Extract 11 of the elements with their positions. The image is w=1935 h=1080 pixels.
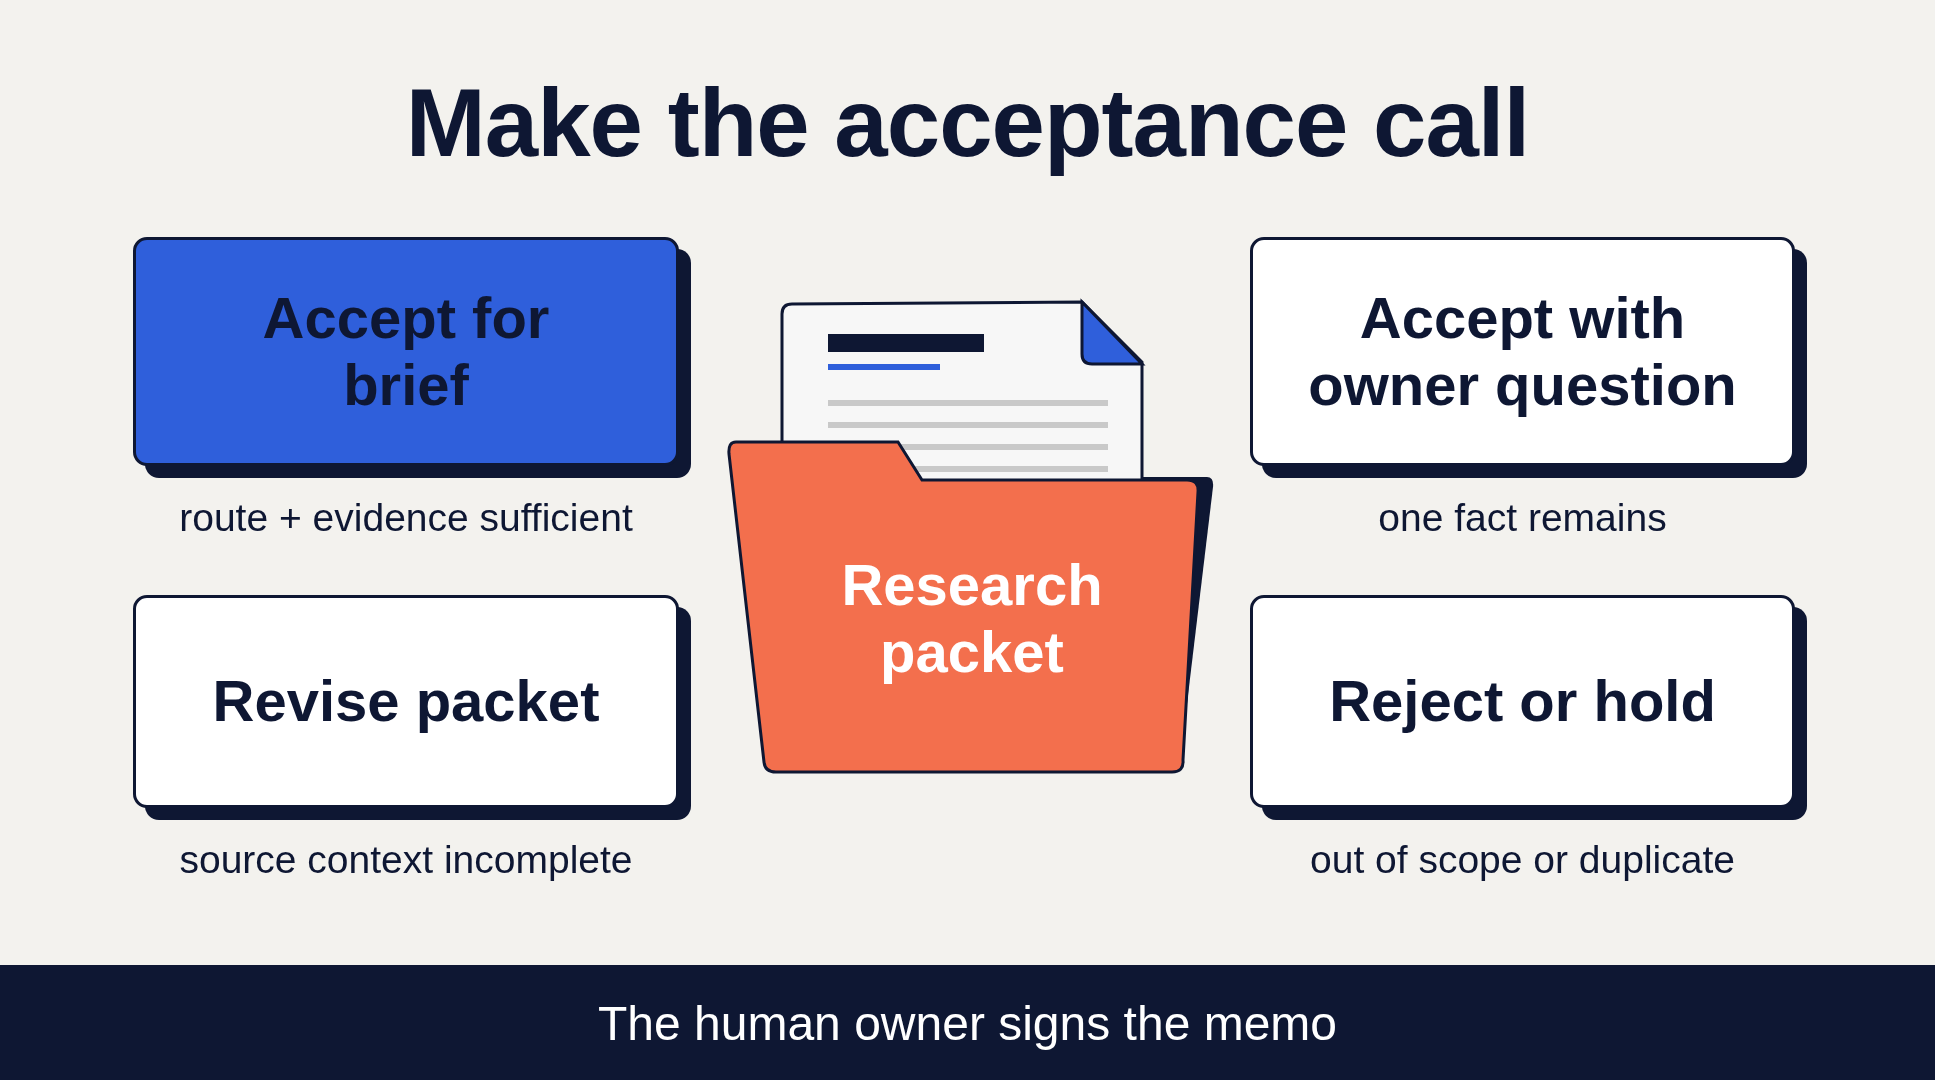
option-note: one fact remains (1377, 496, 1668, 540)
option-label: Accept with owner question (1307, 284, 1738, 419)
option-note: route + evidence sufficient (178, 496, 634, 540)
option-note: out of scope or duplicate (1309, 838, 1736, 882)
caption: The human owner signs the memo (597, 996, 1338, 1051)
folder-label: Research packet (840, 552, 1104, 686)
option-label: Reject or hold (1329, 668, 1716, 735)
option-label: Revise packet (212, 668, 600, 735)
option-label: Accept for brief (261, 284, 551, 419)
option-note: source context incomplete (178, 838, 634, 882)
title: Make the acceptance call (404, 68, 1531, 178)
